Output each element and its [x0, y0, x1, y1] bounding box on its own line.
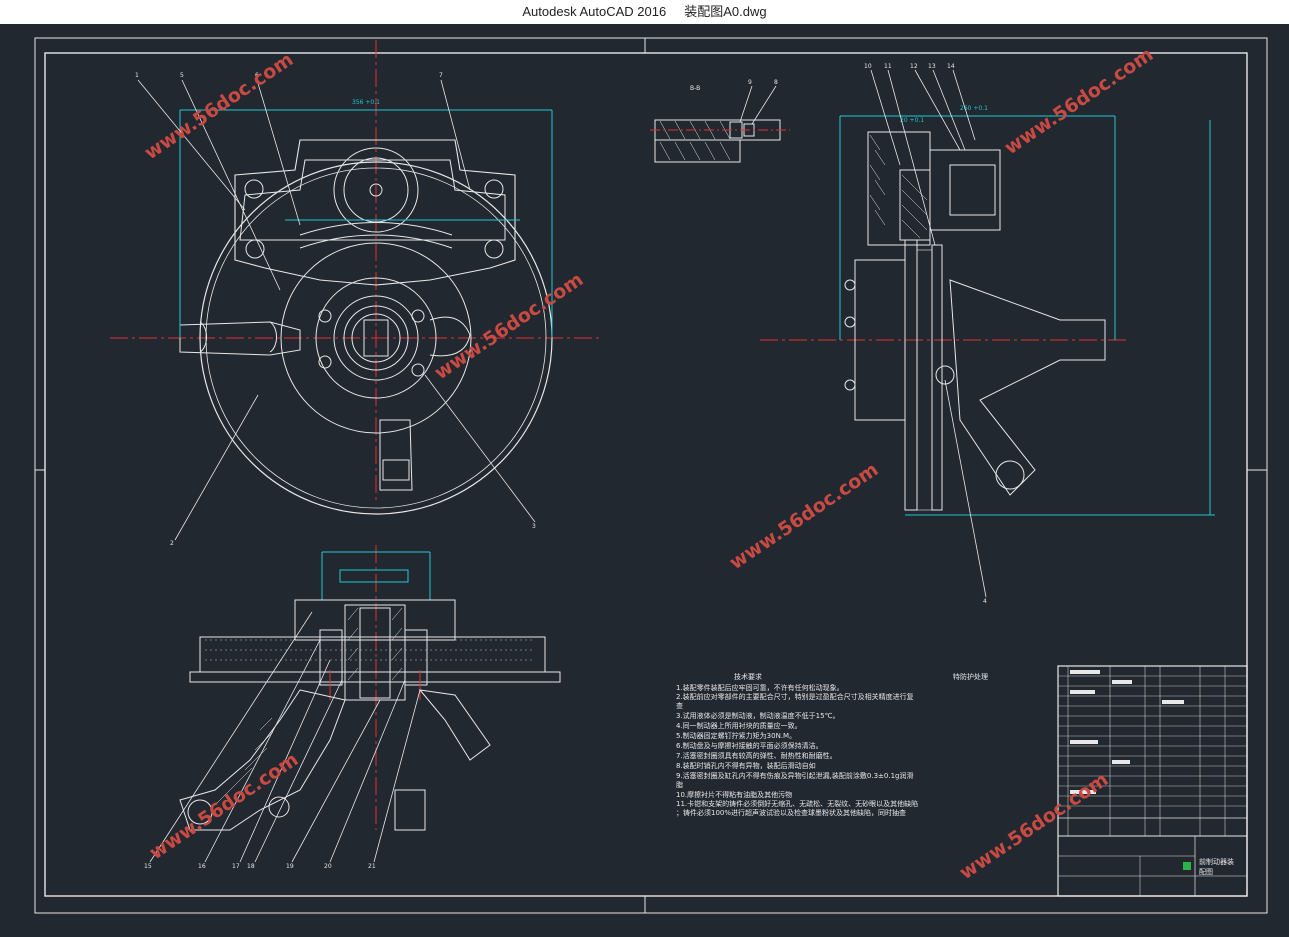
svg-text:7.活塞密封圈须具有较高的弹性、耐热性和耐磨性。: 7.活塞密封圈须具有较高的弹性、耐热性和耐磨性。 [676, 751, 837, 760]
callout-4: 4 [983, 598, 987, 605]
svg-text:www.56doc.com: www.56doc.com [145, 748, 302, 864]
svg-text:4.同一制动器上所用衬块的质量应一致。: 4.同一制动器上所用衬块的质量应一致。 [676, 721, 802, 730]
callout-16: 16 [198, 863, 206, 870]
svg-text:www.56doc.com: www.56doc.com [140, 48, 297, 164]
svg-text:2.装配前应对零部件的主要配合尺寸，特别是过盈配合尺寸及相关: 2.装配前应对零部件的主要配合尺寸，特别是过盈配合尺寸及相关精度进行复 [676, 692, 914, 701]
tech-req-title: 技术要求 [734, 672, 762, 681]
section-bb-view[interactable]: B-B 9 8 [650, 79, 790, 163]
svg-text:3.试用液体必须是制动液，制动液温度不低于15℃。: 3.试用液体必须是制动液，制动液温度不低于15℃。 [676, 711, 839, 720]
svg-text:1.装配零件装配后应牢固可靠，不许有任何松动现象。: 1.装配零件装配后应牢固可靠，不许有任何松动现象。 [676, 683, 844, 692]
callout-9: 9 [748, 79, 752, 86]
drawing-name-line2: 配图 [1199, 868, 1213, 876]
callout-5: 5 [180, 72, 184, 79]
bottom-section-view[interactable]: 15 16 17 18 19 20 21 [144, 545, 561, 870]
callout-17: 17 [232, 863, 240, 870]
title-block[interactable]: 前制动器装 配图 [1057, 665, 1248, 897]
svg-text:10.摩擦衬片不得粘有油脂及其他污物: 10.摩擦衬片不得粘有油脂及其他污物 [676, 790, 792, 799]
anticorrosion-title: 特防护处理 [953, 672, 988, 681]
svg-text:6.制动盘及与摩擦衬接触的平面必须保持清洁。: 6.制动盘及与摩擦衬接触的平面必须保持清洁。 [676, 741, 823, 750]
svg-text:www.56doc.com: www.56doc.com [430, 268, 587, 384]
side-view[interactable]: 260 +0.1 20 +0.1 10 11 12 13 14 4 [760, 63, 1215, 605]
drawing-name: 前制动器装 [1199, 857, 1234, 866]
svg-text:5.制动器固定螺钉拧紧力矩为30N.M。: 5.制动器固定螺钉拧紧力矩为30N.M。 [676, 731, 796, 740]
svg-text:www.56doc.com: www.56doc.com [725, 458, 882, 574]
svg-text:查: 查 [676, 701, 683, 710]
svg-text:8.装配时销孔内不得有异物，装配后滑动自如: 8.装配时销孔内不得有异物，装配后滑动自如 [676, 761, 816, 770]
callout-18: 18 [247, 863, 255, 870]
svg-text:11.卡钳和支架的铸件必须倒好无缩孔、无疏松、无裂纹、无砂眼: 11.卡钳和支架的铸件必须倒好无缩孔、无疏松、无裂纹、无砂眼以及其他缺陷 [676, 799, 918, 808]
callout-15: 15 [144, 863, 152, 870]
front-view[interactable]: 356 +0.1 1 5 6 7 2 3 [110, 40, 600, 547]
callout-13: 13 [928, 63, 936, 70]
window-title-bar: Autodesk AutoCAD 2016 装配图A0.dwg [0, 0, 1289, 24]
callout-19: 19 [286, 863, 294, 870]
callout-6: 6 [255, 72, 259, 79]
callout-10: 10 [864, 63, 872, 70]
svg-text:356 +0.1: 356 +0.1 [352, 99, 380, 106]
callout-3: 3 [532, 523, 536, 530]
callout-11: 11 [884, 63, 892, 70]
svg-text:脂: 脂 [676, 780, 683, 789]
callout-20: 20 [324, 863, 332, 870]
callout-12: 12 [910, 63, 918, 70]
callout-14: 14 [947, 63, 955, 70]
watermarks: www.56doc.com www.56doc.com www.56doc.co… [140, 43, 1157, 884]
drawing-svg[interactable]: 356 +0.1 1 5 6 7 2 3 B-B 9 8 [0, 24, 1289, 933]
svg-text:www.56doc.com: www.56doc.com [955, 768, 1112, 884]
svg-text:20 +0.1: 20 +0.1 [900, 117, 924, 124]
callout-21: 21 [368, 863, 376, 870]
file-name: 装配图A0.dwg [684, 4, 767, 19]
svg-text:9.活塞密封圈及缸孔内不得有伤痕及异物引起泄漏,装配前涂敷0: 9.活塞密封圈及缸孔内不得有伤痕及异物引起泄漏,装配前涂敷0.3±0.1g润滑 [676, 771, 913, 780]
svg-text:www.56doc.com: www.56doc.com [1000, 43, 1157, 159]
sheet-border [34, 37, 1268, 914]
app-title: Autodesk AutoCAD 2016 [522, 4, 667, 19]
drawing-canvas[interactable]: 356 +0.1 1 5 6 7 2 3 B-B 9 8 [0, 24, 1289, 933]
callout-2: 2 [170, 540, 174, 547]
svg-text:260 +0.1: 260 +0.1 [960, 105, 988, 112]
callout-1: 1 [135, 72, 139, 79]
callout-8: 8 [774, 79, 778, 86]
callout-7: 7 [439, 72, 443, 79]
section-label: B-B [690, 85, 700, 92]
svg-text:；铸件必须100%进行超声波试验以及检查球墨粉状及其他缺陷，: ；铸件必须100%进行超声波试验以及检查球墨粉状及其他缺陷，同时抽查 [676, 808, 906, 817]
technical-requirements: 技术要求 1.装配零件装配后应牢固可靠，不许有任何松动现象。 2.装配前应对零部… [676, 672, 988, 817]
